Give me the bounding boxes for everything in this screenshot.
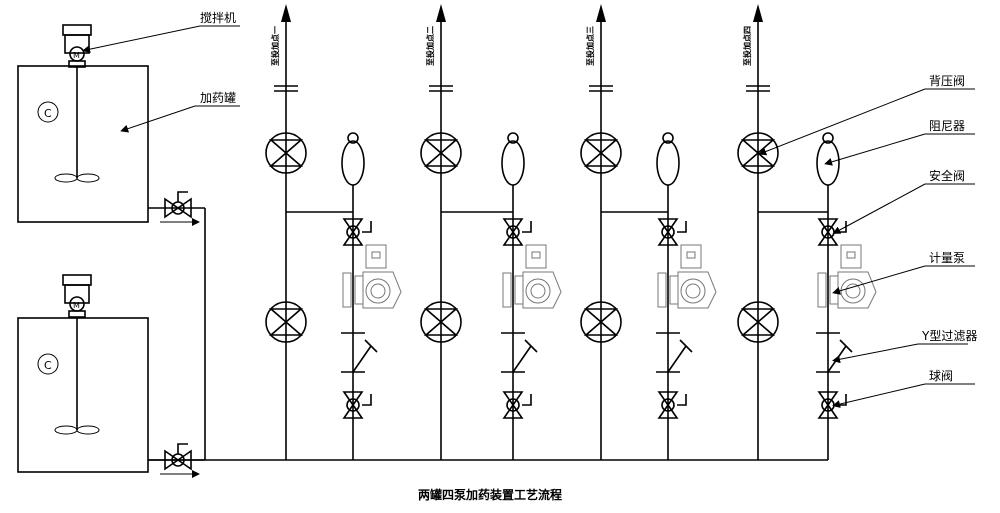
back-pressure-valve-icon [737, 301, 779, 343]
back-pressure-valve-icon [420, 301, 462, 343]
ball-valve-icon [164, 443, 192, 471]
callout-2: 阻尼器 [824, 119, 975, 166]
mixer-label: 搅拌机 [200, 10, 236, 25]
y-strainer-icon [656, 332, 693, 373]
chemical-tank-1: M C [17, 24, 205, 226]
metering-pump-icon [657, 244, 717, 309]
back-pressure-valve-icon [265, 132, 307, 174]
back-pressure-valve-icon [580, 301, 622, 343]
dosing-branch-3: 至投加点三 [580, 4, 717, 460]
destination-label: 至投加点一 [270, 26, 280, 66]
metering-pump-icon [502, 244, 562, 309]
motor-icon: M [62, 274, 92, 318]
pulsation-damper-icon [816, 132, 840, 186]
metering-pump-icon [342, 244, 402, 309]
pulsation-damper-icon [341, 132, 365, 186]
back-pressure-valve-icon [420, 132, 462, 174]
dosing-branch-4: 至投加点四 [737, 4, 877, 460]
back-pressure-valve-icon [737, 132, 779, 174]
ball-valve-icon [817, 218, 847, 246]
pulsation-damper-icon [656, 132, 680, 186]
y-strainer-icon [816, 332, 853, 373]
ball-valve-icon [342, 391, 372, 419]
legend-label: 球阀 [929, 369, 953, 383]
callout-4: 计量泵 [832, 251, 975, 295]
pulsation-damper-icon [501, 132, 525, 186]
y-strainer-icon [501, 332, 538, 373]
ball-valve-icon [657, 391, 687, 419]
dosing-branch-2: 至投加点二 [420, 4, 562, 460]
ball-valve-icon [164, 191, 192, 219]
y-strainer-icon [341, 332, 378, 373]
callout-6: 球阀 [832, 369, 975, 408]
legend-label: Y型过滤器 [921, 329, 977, 343]
back-pressure-valve-icon [265, 301, 307, 343]
destination-label: 至投加点四 [742, 26, 752, 66]
diagram-title: 两罐四泵加药装置工艺流程 [418, 487, 562, 502]
metering-pump-icon [817, 244, 877, 309]
motor-mark: M [73, 51, 80, 60]
ball-valve-icon [657, 218, 687, 246]
destination-label: 至投加点三 [585, 26, 595, 66]
motor-mark: M [73, 301, 80, 310]
dosing-branch-1: 至投加点一 [265, 4, 402, 460]
chemical-tank-2: M C [17, 274, 205, 478]
ball-valve-icon [502, 391, 532, 419]
tank-mark: C [44, 359, 52, 372]
legend-label: 安全阀 [929, 168, 965, 183]
callout-5: Y型过滤器 [832, 329, 977, 364]
legend-label: 阻尼器 [929, 119, 965, 133]
ball-valve-icon [502, 218, 532, 246]
callout-3: 安全阀 [832, 168, 975, 234]
motor-icon: M [62, 24, 92, 68]
legend-label: 背压阀 [929, 74, 965, 88]
ball-valve-icon [817, 391, 847, 419]
tank-label: 加药罐 [200, 91, 236, 105]
ball-valve-icon [342, 218, 372, 246]
callout-1: 背压阀 [758, 74, 975, 156]
destination-label: 至投加点二 [425, 26, 435, 66]
back-pressure-valve-icon [580, 132, 622, 174]
legend-label: 计量泵 [929, 251, 965, 265]
tank-mark: C [44, 107, 52, 120]
